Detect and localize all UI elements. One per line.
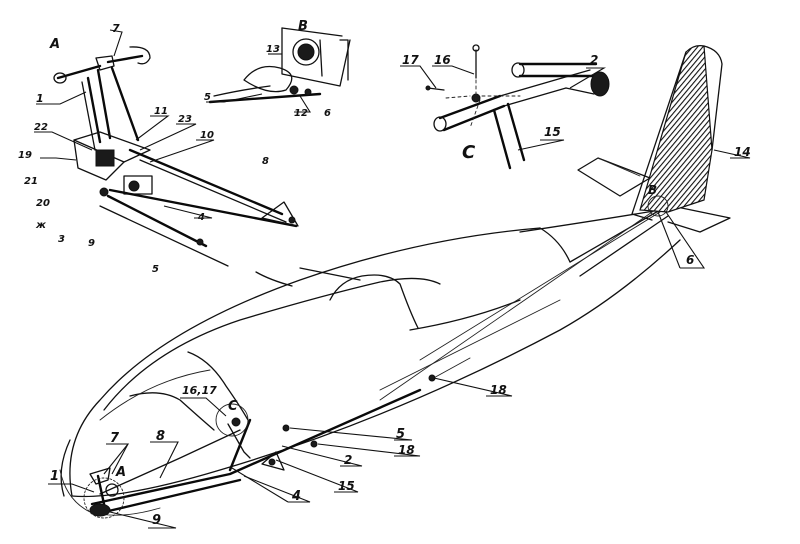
callout-7: 7 xyxy=(112,22,120,35)
callout-5-a: 5 xyxy=(152,264,159,275)
view-label-b: B xyxy=(298,19,308,34)
callout-4-a: 4 xyxy=(197,212,205,223)
callout-9-main: 9 xyxy=(152,513,161,528)
callout-5-b: 5 xyxy=(204,92,211,103)
labels: A 7 1 11 23 22 10 19 21 20 ж 3 9 8 4 5 B… xyxy=(18,19,751,528)
callout-13: 13 xyxy=(266,44,280,55)
callout-16-17: 16,17 xyxy=(182,384,217,397)
view-label-c: C xyxy=(462,142,476,163)
callout-1: 1 xyxy=(36,92,44,105)
callout-18-a: 18 xyxy=(490,383,507,397)
callout-8-a: 8 xyxy=(262,156,269,167)
callout-6-tail: 6 xyxy=(686,253,694,267)
callout-2-c: 2 xyxy=(590,53,598,67)
callout-3: 3 xyxy=(58,234,65,245)
callout-6-b: 6 xyxy=(324,108,331,119)
detail-a-stick-assembly xyxy=(53,46,299,267)
callout-15-main: 15 xyxy=(338,479,355,493)
callout-19: 19 xyxy=(18,150,32,161)
callout-1-main: 1 xyxy=(50,469,59,484)
callout-21: 21 xyxy=(24,176,38,187)
callout-22: 22 xyxy=(34,122,48,133)
view-label-a: A xyxy=(49,37,60,52)
detail-b-hinge xyxy=(208,27,351,104)
callout-2-main: 2 xyxy=(344,453,352,467)
view-label-b-tail: B xyxy=(648,183,657,197)
detail-c-crosstube xyxy=(425,44,610,170)
callout-18-b: 18 xyxy=(398,443,415,457)
leader-lines xyxy=(34,29,751,529)
callout-20: 20 xyxy=(36,198,50,209)
control-linkage xyxy=(83,374,436,519)
callout-12: 12 xyxy=(294,108,308,119)
callout-11: 11 xyxy=(154,106,168,117)
callout-zh: ж xyxy=(35,220,47,231)
fuselage-outline xyxy=(59,45,731,516)
callout-7-main: 7 xyxy=(110,431,120,446)
callout-15-c: 15 xyxy=(544,125,561,139)
callout-16: 16 xyxy=(434,53,451,67)
callout-5-main: 5 xyxy=(396,427,405,442)
callout-8-main: 8 xyxy=(156,429,165,444)
view-label-a-main: A xyxy=(115,465,126,480)
callout-17: 17 xyxy=(402,53,419,67)
callout-9-a: 9 xyxy=(88,238,95,249)
callout-23: 23 xyxy=(178,114,192,125)
callout-14: 14 xyxy=(734,145,751,159)
view-label-c-main: C xyxy=(228,399,238,414)
callout-4-main: 4 xyxy=(291,489,301,504)
callout-10: 10 xyxy=(200,130,214,141)
